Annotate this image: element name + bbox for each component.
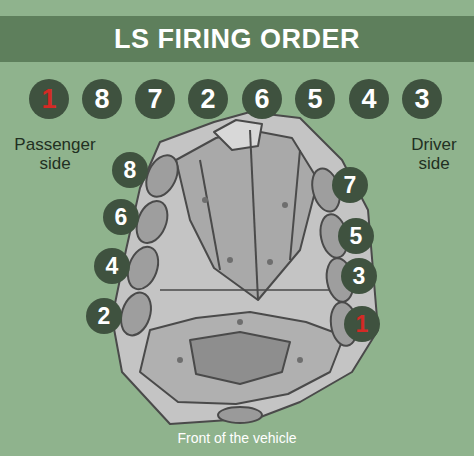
- cylinder-number-text: 5: [350, 225, 363, 248]
- cylinder-number-text: 4: [106, 255, 119, 278]
- cylinder-number: 8: [112, 152, 148, 188]
- cylinder-number-text: 8: [124, 159, 137, 182]
- cylinder-number-text: 5: [307, 86, 322, 113]
- cylinder-number: 1: [344, 306, 380, 342]
- cylinder-number-text: 1: [356, 313, 369, 336]
- firing-order-circle: 6: [242, 79, 282, 119]
- cylinder-number-text: 4: [361, 86, 376, 113]
- cylinder-number-text: 2: [98, 305, 111, 328]
- cylinder-number: 5: [338, 218, 374, 254]
- cylinder-number-text: 1: [41, 86, 56, 113]
- side-label: Driver side: [402, 136, 466, 173]
- cylinder-number-text: 6: [115, 206, 128, 229]
- front-label: Front of the vehicle: [177, 431, 296, 446]
- cylinder-number-text: 3: [353, 265, 366, 288]
- cylinder-number-text: 6: [254, 86, 269, 113]
- firing-order-circle: 1: [29, 79, 69, 119]
- cylinder-number: 2: [86, 298, 122, 334]
- firing-order-circle: 7: [135, 79, 175, 119]
- cylinder-number-text: 3: [414, 86, 429, 113]
- side-label: Passenger side: [6, 136, 104, 173]
- firing-order-circle: 5: [295, 79, 335, 119]
- cylinder-number-text: 2: [200, 86, 215, 113]
- cylinder-number-text: 8: [94, 86, 109, 113]
- cylinder-number-text: 7: [147, 86, 162, 113]
- cylinder-number: 3: [341, 258, 377, 294]
- cylinder-number-text: 7: [344, 174, 357, 197]
- title-text: LS FIRING ORDER: [114, 24, 360, 55]
- firing-order-circle: 3: [402, 79, 442, 119]
- firing-order-circle: 2: [188, 79, 228, 119]
- firing-order-circle: 4: [349, 79, 389, 119]
- cylinder-number: 7: [332, 167, 368, 203]
- cylinder-number: 6: [103, 199, 139, 235]
- firing-order-circle: 8: [82, 79, 122, 119]
- cylinder-number: 4: [94, 248, 130, 284]
